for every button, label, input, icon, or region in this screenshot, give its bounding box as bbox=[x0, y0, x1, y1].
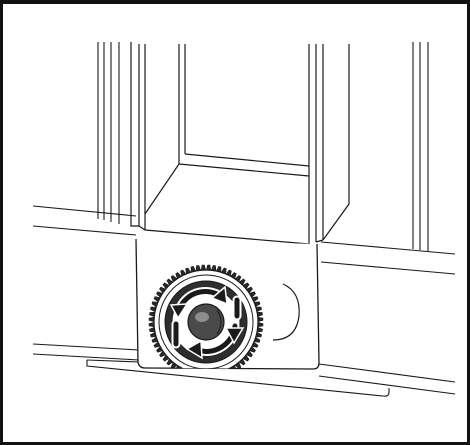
channel-floor-edge bbox=[184, 153, 310, 167]
base-foot bbox=[86, 360, 390, 397]
knob-hub-highlight bbox=[195, 312, 209, 322]
channel-slope bbox=[144, 163, 180, 215]
knob-face-ring bbox=[158, 274, 254, 369]
base-foot-top bbox=[86, 359, 140, 363]
column-joint bbox=[138, 225, 146, 231]
base-line bbox=[32, 353, 140, 361]
knurl-tooth bbox=[185, 368, 192, 369]
rail-line bbox=[320, 261, 456, 275]
base-line bbox=[318, 363, 456, 383]
arrowhead bbox=[169, 303, 189, 320]
arrowhead bbox=[210, 285, 228, 306]
column-right-face bbox=[322, 44, 350, 241]
rail-line bbox=[32, 225, 137, 236]
base-strip bbox=[32, 343, 456, 397]
base-line bbox=[32, 343, 140, 351]
knurl-tooth bbox=[211, 372, 216, 379]
arrowhead bbox=[224, 327, 245, 345]
knurl-tooth bbox=[220, 368, 227, 369]
center-column bbox=[130, 42, 350, 245]
column-joint bbox=[315, 239, 324, 243]
channel-floor bbox=[178, 163, 310, 177]
hub-shadow bbox=[216, 309, 222, 335]
back-frame bbox=[32, 42, 456, 275]
knob-hub bbox=[187, 303, 225, 341]
knurl-tooth bbox=[216, 371, 221, 378]
knob-adjustment-diagram bbox=[32, 42, 456, 397]
base-line bbox=[318, 375, 456, 395]
rail-line bbox=[32, 205, 137, 217]
rail-line bbox=[320, 241, 456, 255]
arrowhead bbox=[185, 339, 203, 360]
column-base-edge bbox=[144, 229, 310, 245]
rotate-both-directions-icon bbox=[169, 285, 245, 360]
column-left-edge bbox=[130, 42, 140, 227]
plate-boss bbox=[272, 283, 300, 341]
